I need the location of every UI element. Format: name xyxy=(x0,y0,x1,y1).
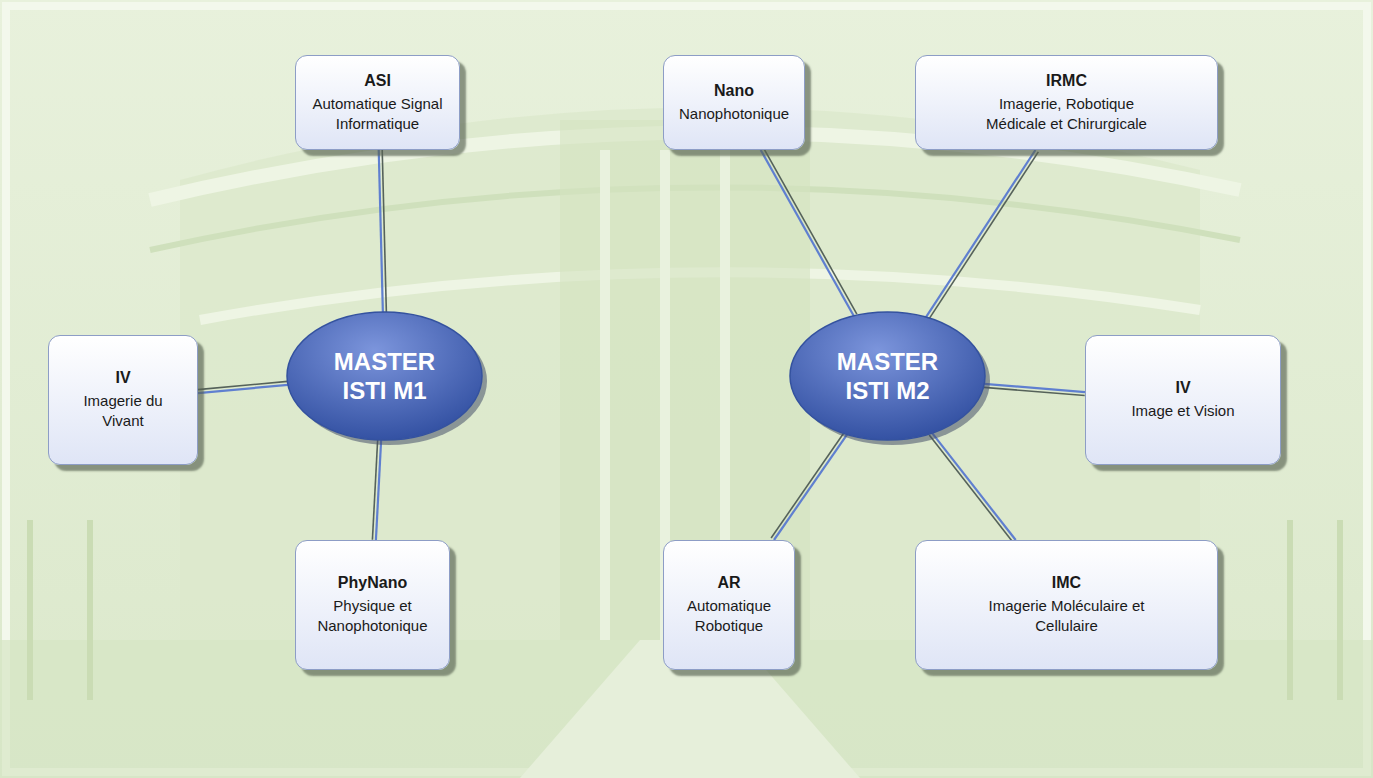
track-box: ASIAutomatique Signal Informatique xyxy=(295,55,460,150)
track-code: IV xyxy=(115,368,130,389)
track-box: IMCImagerie Moléculaire et Cellulaire xyxy=(915,540,1218,670)
connector-main xyxy=(774,434,847,540)
node-content: MASTER ISTI M1 xyxy=(324,339,445,414)
track-code: IMC xyxy=(1052,573,1081,594)
track-box: NanoNanophotonique xyxy=(663,55,805,150)
track-code: IV xyxy=(1175,378,1190,399)
track-name: Automatique Robotique xyxy=(679,596,779,637)
connector-main xyxy=(932,433,1016,540)
master-label: MASTER ISTI M2 xyxy=(837,347,938,406)
track-box: IRMCImagerie, Robotique Médicale et Chir… xyxy=(915,55,1218,150)
track-name: Imagerie Moléculaire et Cellulaire xyxy=(987,596,1147,637)
node-content: IMCImagerie Moléculaire et Cellulaire xyxy=(977,565,1157,644)
track-name: Physique et Nanophotonique xyxy=(313,596,433,637)
connector-shadow xyxy=(929,435,1013,542)
track-name: Imagerie, Robotique Médicale et Chirurgi… xyxy=(972,94,1162,135)
connector-line xyxy=(926,150,1038,319)
connector-shadow xyxy=(764,148,857,314)
connector-line xyxy=(761,148,857,316)
master-ellipse: MASTER ISTI M2 xyxy=(790,312,985,440)
connector-main xyxy=(376,440,381,540)
track-name: Image et Vision xyxy=(1131,401,1234,421)
node-content: IVImagerie du Vivant xyxy=(63,360,183,439)
track-code: ASI xyxy=(364,71,391,92)
connector-main xyxy=(761,150,854,316)
node-content: PhyNanoPhysique et Nanophotonique xyxy=(303,565,443,644)
node-content: ASIAutomatique Signal Informatique xyxy=(298,63,458,142)
connector-line xyxy=(372,440,381,540)
node-content: IVImage et Vision xyxy=(1121,370,1244,429)
connector-main xyxy=(198,385,288,393)
connector-main xyxy=(984,384,1085,392)
master-ellipse: MASTER ISTI M1 xyxy=(287,312,482,440)
connector-shadow xyxy=(929,152,1038,319)
node-content: NanoNanophotonique xyxy=(669,73,799,132)
connector-line xyxy=(198,381,288,393)
node-content: ARAutomatique Robotique xyxy=(669,565,789,644)
track-code: Nano xyxy=(714,81,754,102)
track-code: IRMC xyxy=(1046,71,1087,92)
track-name: Nanophotonique xyxy=(679,104,789,124)
track-code: PhyNano xyxy=(338,573,407,594)
track-box: IVImage et Vision xyxy=(1085,335,1281,465)
track-box: ARAutomatique Robotique xyxy=(663,540,795,670)
connector-main xyxy=(926,150,1035,317)
track-box: IVImagerie du Vivant xyxy=(48,335,198,465)
connector-line xyxy=(929,433,1015,542)
connector-line xyxy=(771,432,847,540)
track-name: Automatique Signal Informatique xyxy=(308,94,448,135)
connector-main xyxy=(379,150,383,312)
track-name: Imagerie du Vivant xyxy=(73,391,173,432)
node-content: IRMCImagerie, Robotique Médicale et Chir… xyxy=(962,63,1172,142)
track-box: PhyNanoPhysique et Nanophotonique xyxy=(295,540,450,670)
connector-line xyxy=(984,384,1085,396)
connector-line xyxy=(379,150,387,312)
track-code: AR xyxy=(717,573,740,594)
node-content: MASTER ISTI M2 xyxy=(827,339,948,414)
connector-shadow xyxy=(771,432,844,538)
master-label: MASTER ISTI M1 xyxy=(334,347,435,406)
